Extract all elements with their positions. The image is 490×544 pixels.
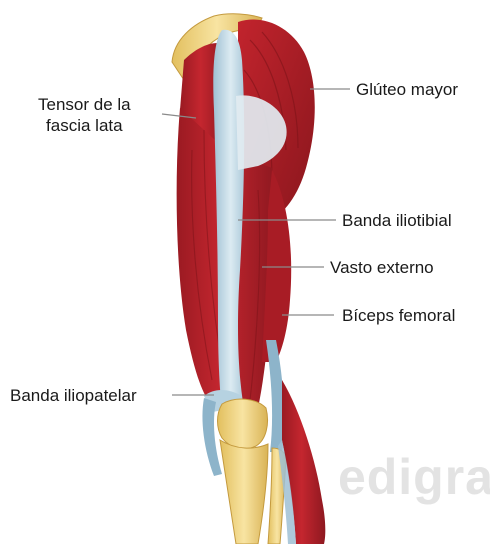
watermark-text: edigra [338, 448, 490, 506]
label-tensor-fascia-lata: Tensor de la fascia lata [38, 94, 131, 137]
label-banda-iliopatelar: Banda iliopatelar [10, 385, 137, 406]
femur-condyle [218, 399, 268, 449]
tibia-bone [220, 440, 268, 544]
label-banda-iliotibial: Banda iliotibial [342, 210, 452, 231]
label-biceps-femoral: Bíceps femoral [342, 305, 455, 326]
label-vasto-externo: Vasto externo [330, 257, 434, 278]
label-gluteo-mayor: Glúteo mayor [356, 79, 458, 100]
knee-tendon-right [266, 340, 284, 452]
label-tensor-text: Tensor de la fascia lata [38, 94, 131, 137]
